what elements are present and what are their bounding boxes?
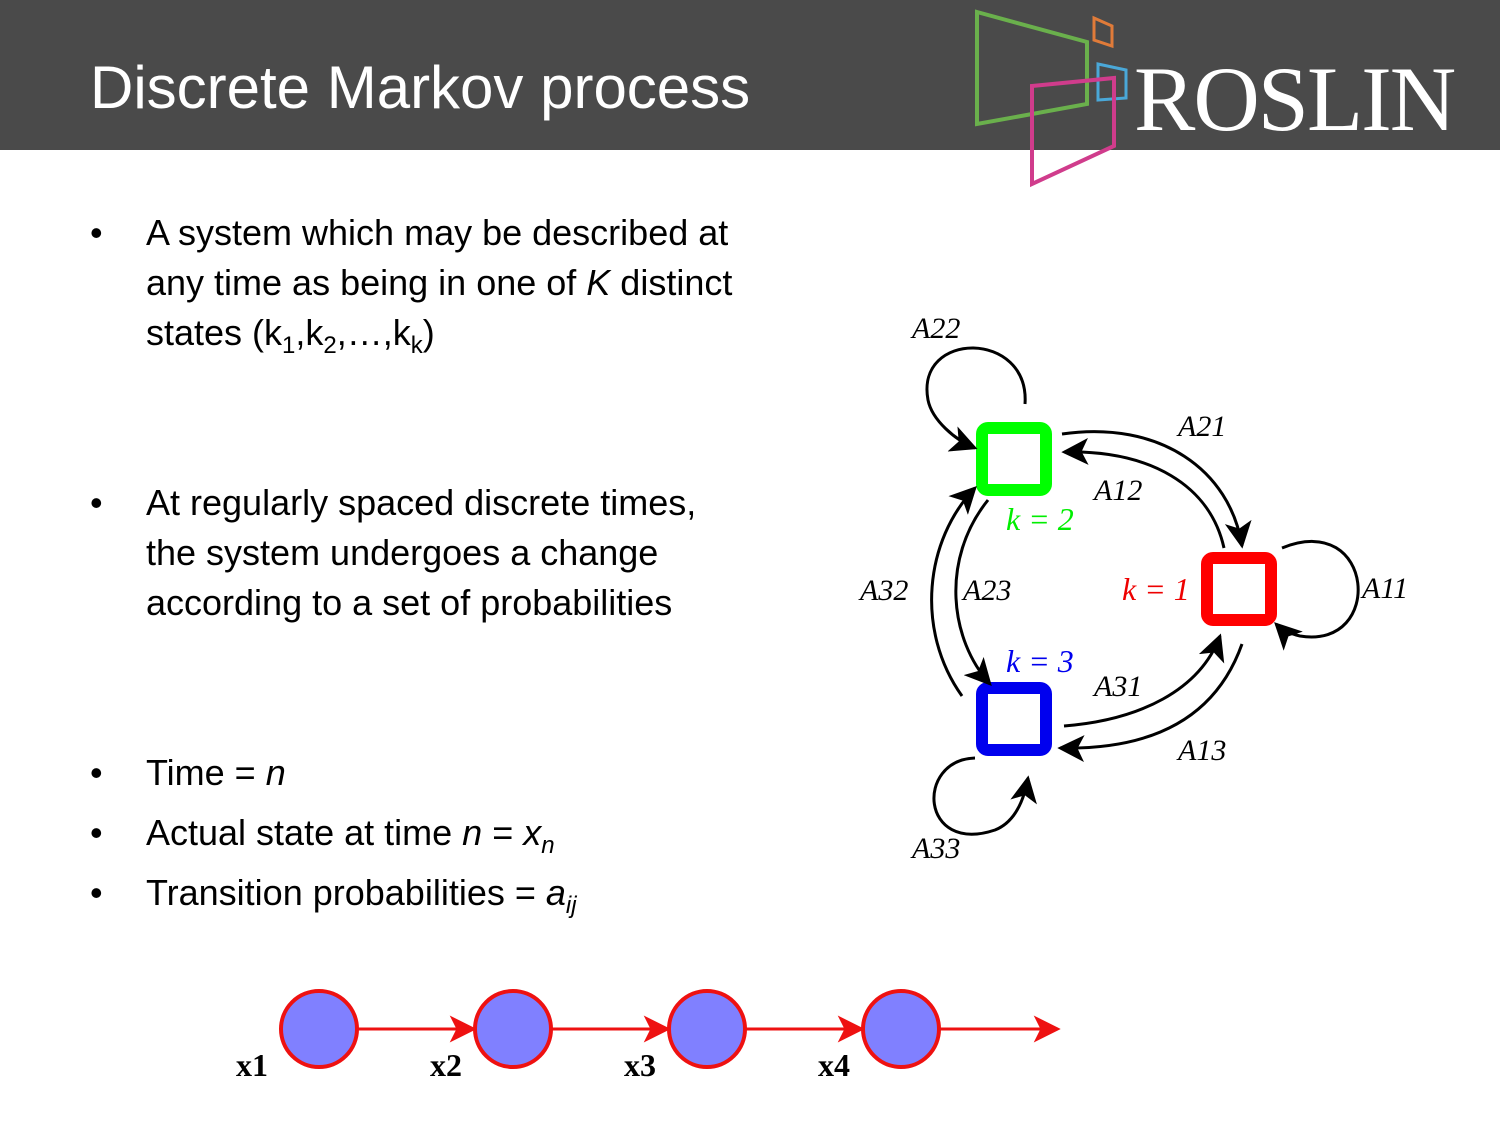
label-a32: A32 [858, 574, 908, 607]
edge-a23 [954, 499, 992, 686]
edge-a12 [1061, 437, 1226, 549]
self-loop-a11 [1274, 540, 1360, 651]
bullet-dot: • [90, 752, 103, 793]
slide-header [0, 0, 1500, 150]
chain-node-x4 [861, 989, 941, 1069]
edge-a21 [1061, 430, 1252, 549]
edge-a32 [930, 486, 977, 697]
chain-label-x4: x4 [818, 1047, 850, 1083]
edge-a31 [1063, 633, 1225, 728]
chain-label-x2: x2 [430, 1047, 462, 1083]
chain-label-x3: x3 [624, 1047, 656, 1083]
state-2-label: k = 2 [1006, 501, 1074, 537]
logo-blue-shape [1096, 62, 1128, 102]
roslin-logo: ROSLIN [975, 9, 1457, 188]
self-loop-a33 [932, 756, 1037, 836]
slide-title: Discrete Markov process [90, 54, 751, 121]
logo-magenta-shape [1030, 75, 1116, 188]
label-a33: A33 [910, 832, 960, 865]
bullet-dot: • [90, 812, 103, 853]
chain-label-x1: x1 [236, 1047, 268, 1083]
bullet-dot: • [90, 872, 103, 913]
label-a31: A31 [1092, 670, 1142, 703]
self-loop-a22 [925, 346, 1027, 452]
bullet-dot: • [90, 212, 103, 253]
chain-node-x1 [279, 989, 359, 1069]
label-a12: A12 [1092, 474, 1142, 507]
logo-green-shape [975, 9, 1089, 127]
state-1-label: k = 1 [1122, 571, 1190, 607]
logo-orange-shape [1092, 15, 1114, 49]
state-2-box [976, 422, 1052, 496]
logo-text: ROSLIN [1134, 48, 1455, 150]
state-3-box [976, 682, 1052, 756]
chain-node-x3 [667, 989, 747, 1069]
label-a13: A13 [1176, 734, 1226, 767]
chain-node-x2 [473, 989, 553, 1069]
label-a21: A21 [1176, 410, 1226, 443]
label-a11: A11 [1360, 572, 1408, 605]
state-1-box [1201, 552, 1277, 626]
state-3-label: k = 3 [1006, 643, 1074, 679]
label-a23: A23 [961, 574, 1011, 607]
bullet-dot: • [90, 482, 103, 523]
label-a22: A22 [910, 312, 960, 345]
edge-a13 [1057, 643, 1244, 763]
